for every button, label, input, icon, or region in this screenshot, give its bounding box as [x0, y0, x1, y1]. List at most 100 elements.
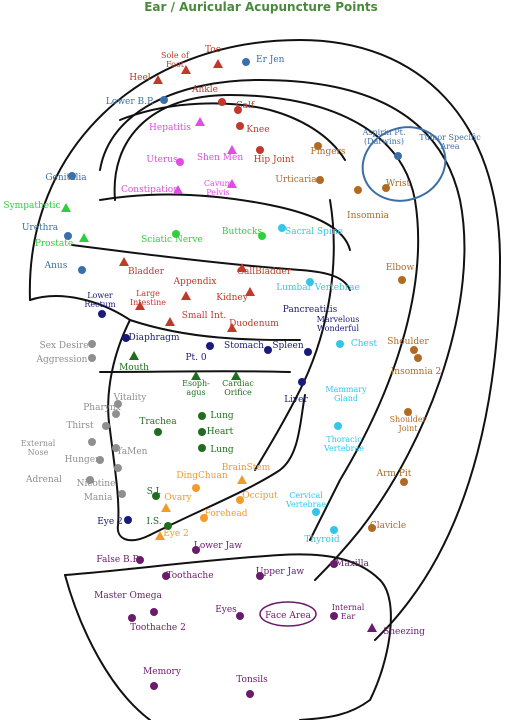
point-dot-lower-rectum: [98, 310, 106, 318]
point-label-line: Urethra: [22, 223, 59, 233]
point-label-fingers: Fingers: [311, 147, 346, 157]
point-label-line: Spleen: [272, 341, 303, 351]
point-label-line: Lung: [210, 411, 234, 421]
point-label-line: Vertebrae: [323, 444, 364, 453]
point-label-line: Tonsils: [236, 675, 268, 685]
point-label-nicotine: Nicotine: [77, 479, 116, 489]
point-label-line: Eyes: [215, 605, 237, 615]
point-label-line: Foot: [166, 60, 185, 69]
point-label-line: Toe: [205, 45, 221, 55]
point-label-line: Knee: [246, 125, 269, 135]
point-label-line: Pharynx: [83, 403, 120, 413]
point-label-line: Clavicle: [370, 521, 406, 531]
point-label-line: Forehead: [204, 509, 247, 519]
point-label-line: Hunger: [65, 455, 101, 465]
point-label-line: Cervical: [289, 491, 323, 500]
point-label-chest: Chest: [351, 339, 378, 349]
point-dot-lung-2: [198, 444, 206, 452]
tumor-specific-area-outline: [361, 126, 447, 202]
point-label-appendix: Appendix: [173, 277, 217, 287]
antitragus-line: [149, 394, 306, 536]
point-triangle-heel: [153, 75, 163, 84]
point-dot-occiput: [236, 496, 244, 504]
point-dot-tonsils: [246, 690, 254, 698]
point-dot-cervical-vertebrae: [312, 508, 320, 516]
point-dot-aggression: [88, 354, 96, 362]
point-label-lung-1: Lung: [210, 411, 234, 421]
point-label-line: Appendix: [173, 277, 217, 287]
point-label-line: Diaphragm: [129, 333, 180, 343]
point-label-line: Shoulder: [390, 415, 427, 424]
point-dot-eyes: [236, 612, 244, 620]
point-label-sj: S.J.: [147, 487, 162, 497]
point-dot-urticaria: [316, 176, 324, 184]
fossa-branch-lower: [99, 193, 351, 251]
point-label-line: Shen Men: [197, 153, 243, 163]
point-label-anus: Anus: [44, 261, 68, 271]
point-label-lung-2: Lung: [210, 445, 234, 455]
point-label-line: Genitalia: [45, 173, 87, 183]
point-dot-external-nose: [88, 438, 96, 446]
point-dot-forehead: [200, 514, 208, 522]
point-label-lumbar-vertebrae: Lumbar Vertebrae: [276, 283, 360, 293]
face-area-outline: [259, 601, 317, 627]
point-triangle-toe: [213, 59, 223, 68]
point-label-line: Pancreatitis: [283, 305, 338, 315]
point-label-line: Anus: [44, 261, 68, 271]
point-dot-hunger: [96, 456, 104, 464]
point-dot-memory: [150, 682, 158, 690]
point-label-aggression: Aggression: [36, 355, 88, 365]
point-label-line: S.J.: [147, 487, 162, 497]
point-label-esophagus: Esoph-agus: [182, 379, 210, 397]
helix-outer: [28, 39, 501, 641]
point-label-line: Sole of: [161, 51, 190, 60]
point-dot-thyroid: [330, 526, 338, 534]
point-label-line: Fingers: [311, 147, 346, 157]
point-triangle-duodenum: [227, 323, 237, 332]
point-label-line: Lower: [87, 291, 113, 300]
point-dot-lower-bp: [160, 96, 168, 104]
point-label-duodenum: Duodenum: [229, 319, 279, 329]
point-label-line: Eye 2: [97, 517, 123, 527]
point-label-line: Hip Joint: [254, 155, 295, 165]
point-label-line: Arm Pit: [376, 469, 412, 479]
point-dot-master-omega: [150, 608, 158, 616]
point-label-line: Gland: [334, 394, 358, 403]
point-dot-buttocks: [258, 232, 266, 240]
point-dot-diaphragm: [122, 334, 130, 342]
point-label-ovary: Ovary: [164, 493, 192, 503]
earlobe-inner: [64, 574, 151, 720]
point-label-line: Kidney: [216, 293, 248, 303]
point-label-line: Tumor Specific: [419, 133, 481, 142]
point-label-urticaria: Urticaria: [275, 175, 317, 185]
concha-upper: [29, 295, 301, 341]
point-triangle-cavum-pelvis: [227, 179, 237, 188]
point-label-sneezing: Sneezing: [383, 627, 425, 637]
point-label-er-jen: Er Jen: [256, 55, 285, 65]
point-dot-heart: [198, 428, 206, 436]
point-triangle-hepatitis: [195, 117, 205, 126]
point-dot-uterus: [176, 158, 184, 166]
point-label-line: Master Omega: [94, 591, 162, 601]
point-label-line: Elbow: [386, 263, 415, 273]
point-label-line: Hepatitis: [149, 123, 191, 133]
point-label-line: Adrenal: [25, 475, 62, 485]
point-dot-toothache-2: [128, 614, 136, 622]
point-label-uterus: Uterus: [146, 155, 178, 165]
point-label-line: Uterus: [146, 155, 178, 165]
point-label-line: Prostate: [35, 239, 73, 249]
point-label-line: Joint: [398, 424, 419, 433]
point-label-genitalia: Genitalia: [45, 173, 87, 183]
point-label-line: Lumbar Vertebrae: [276, 283, 360, 293]
point-label-thirst: Thirst: [66, 421, 94, 431]
point-dot-knee: [236, 122, 244, 130]
point-label-line: Sacral Spine: [285, 227, 343, 237]
point-label-line: Aspirin Pt.: [362, 128, 406, 137]
point-label-heart: Heart: [207, 427, 234, 437]
point-label-shen-men: Shen Men: [197, 153, 243, 163]
